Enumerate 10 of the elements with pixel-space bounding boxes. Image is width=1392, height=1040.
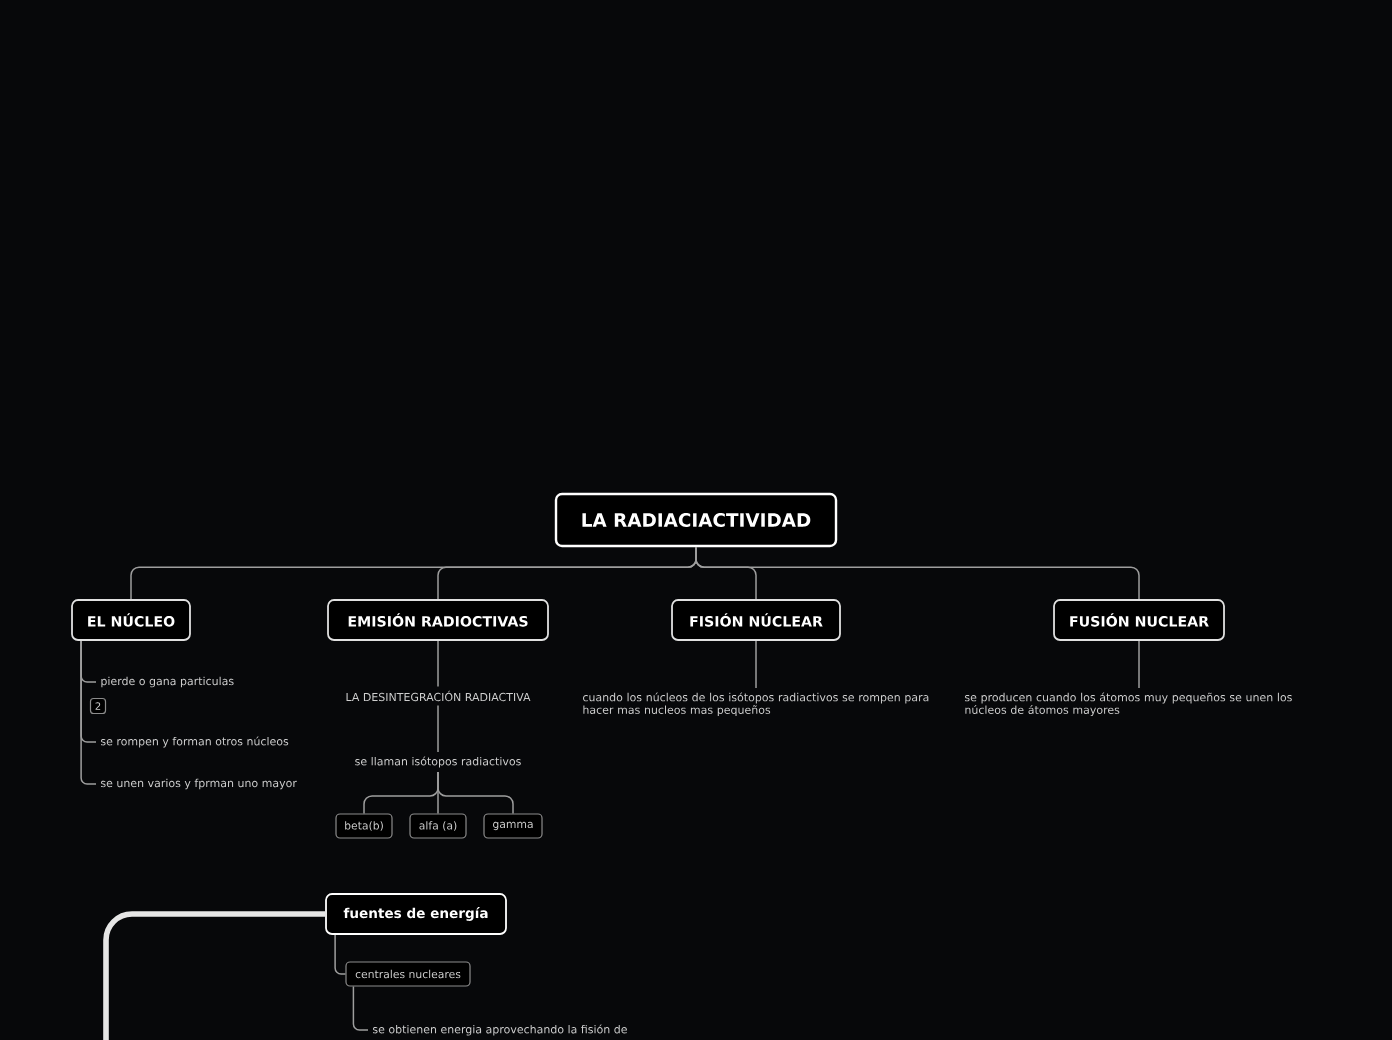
connector-line	[334, 934, 347, 975]
connector-line	[1138, 640, 1140, 689]
topic-box: LA RADIACIACTIVIDAD	[554, 492, 838, 548]
connector-line	[352, 985, 369, 1031]
connector-line	[437, 640, 439, 688]
connector-line	[103, 911, 326, 1040]
connector-line	[755, 640, 757, 689]
connector-line	[437, 704, 439, 753]
connector-line	[695, 546, 1140, 600]
connector-line	[80, 640, 97, 785]
